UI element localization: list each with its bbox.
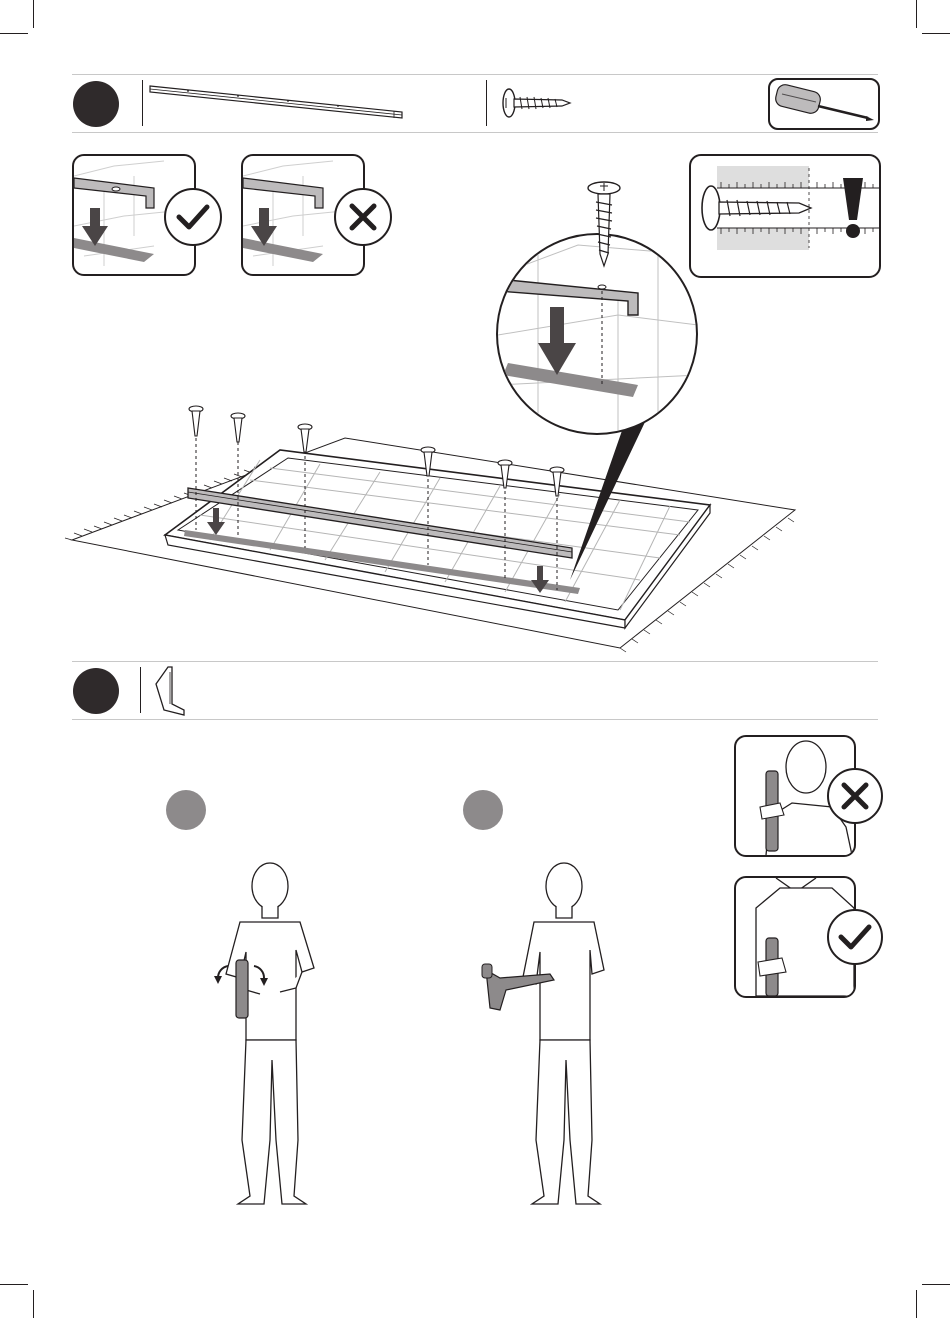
- crop-mark: [0, 33, 28, 34]
- step-2-badge: [73, 668, 119, 714]
- separator: [486, 80, 487, 126]
- screw-icon: [500, 86, 574, 120]
- crop-mark: [922, 33, 950, 34]
- metal-rail-icon: [148, 82, 404, 122]
- separator: [142, 80, 143, 126]
- crop-mark: [33, 1290, 34, 1318]
- check-icon: [826, 908, 884, 966]
- lever-tool-icon: [150, 664, 190, 718]
- step-1-bottom-rule: [72, 132, 878, 133]
- sub-step-b-badge: [463, 790, 503, 830]
- crop-mark: [916, 0, 917, 28]
- assembly-illustration: [60, 180, 810, 655]
- crop-mark: [0, 1284, 28, 1285]
- crop-mark: [916, 1290, 917, 1318]
- step-1-badge: [73, 81, 119, 127]
- sub-step-a-badge: [166, 790, 206, 830]
- step-2-bottom-rule: [72, 719, 878, 720]
- crop-mark: [922, 1284, 950, 1285]
- separator: [140, 667, 141, 713]
- person-holding-tool-vertical: [210, 860, 330, 1215]
- crop-mark: [33, 0, 34, 28]
- step-1-top-rule: [72, 74, 878, 75]
- screw-icon: [586, 180, 622, 270]
- screwdriver-icon: [770, 80, 878, 128]
- person-holding-tool-horizontal: [480, 860, 620, 1215]
- exclamation-icon: [840, 176, 866, 240]
- cross-icon: [826, 767, 884, 825]
- step-2-top-rule: [72, 661, 878, 662]
- screwdriver-panel: [768, 78, 880, 130]
